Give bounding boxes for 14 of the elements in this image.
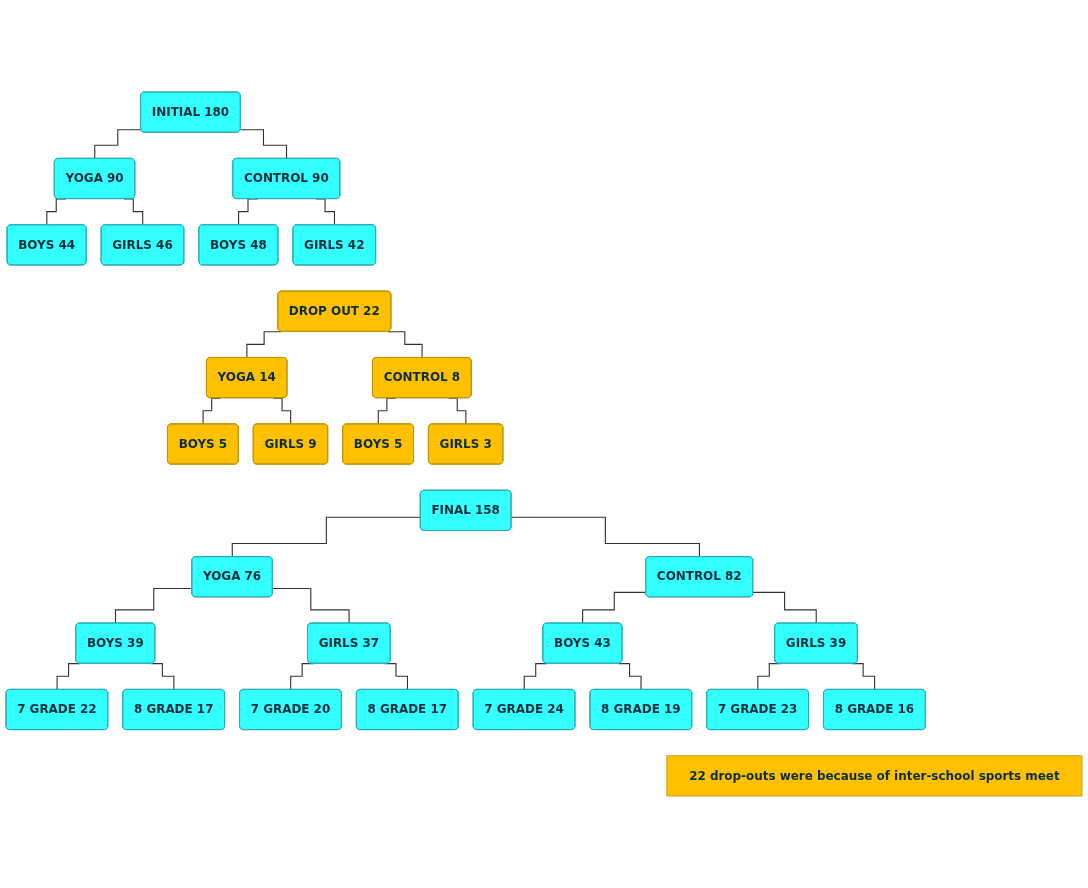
connector xyxy=(56,663,81,691)
connector xyxy=(240,129,288,160)
connector xyxy=(114,588,193,624)
connector xyxy=(94,129,142,160)
connector xyxy=(231,516,422,558)
connector xyxy=(510,516,701,558)
connector xyxy=(523,663,548,691)
connector xyxy=(272,588,350,624)
connector xyxy=(617,663,642,691)
node-box: 22 drop-outs were because of inter-school sports meet xyxy=(666,755,1083,797)
connector xyxy=(752,591,817,624)
connector xyxy=(387,331,423,359)
connector xyxy=(582,591,647,624)
connector xyxy=(150,663,175,691)
